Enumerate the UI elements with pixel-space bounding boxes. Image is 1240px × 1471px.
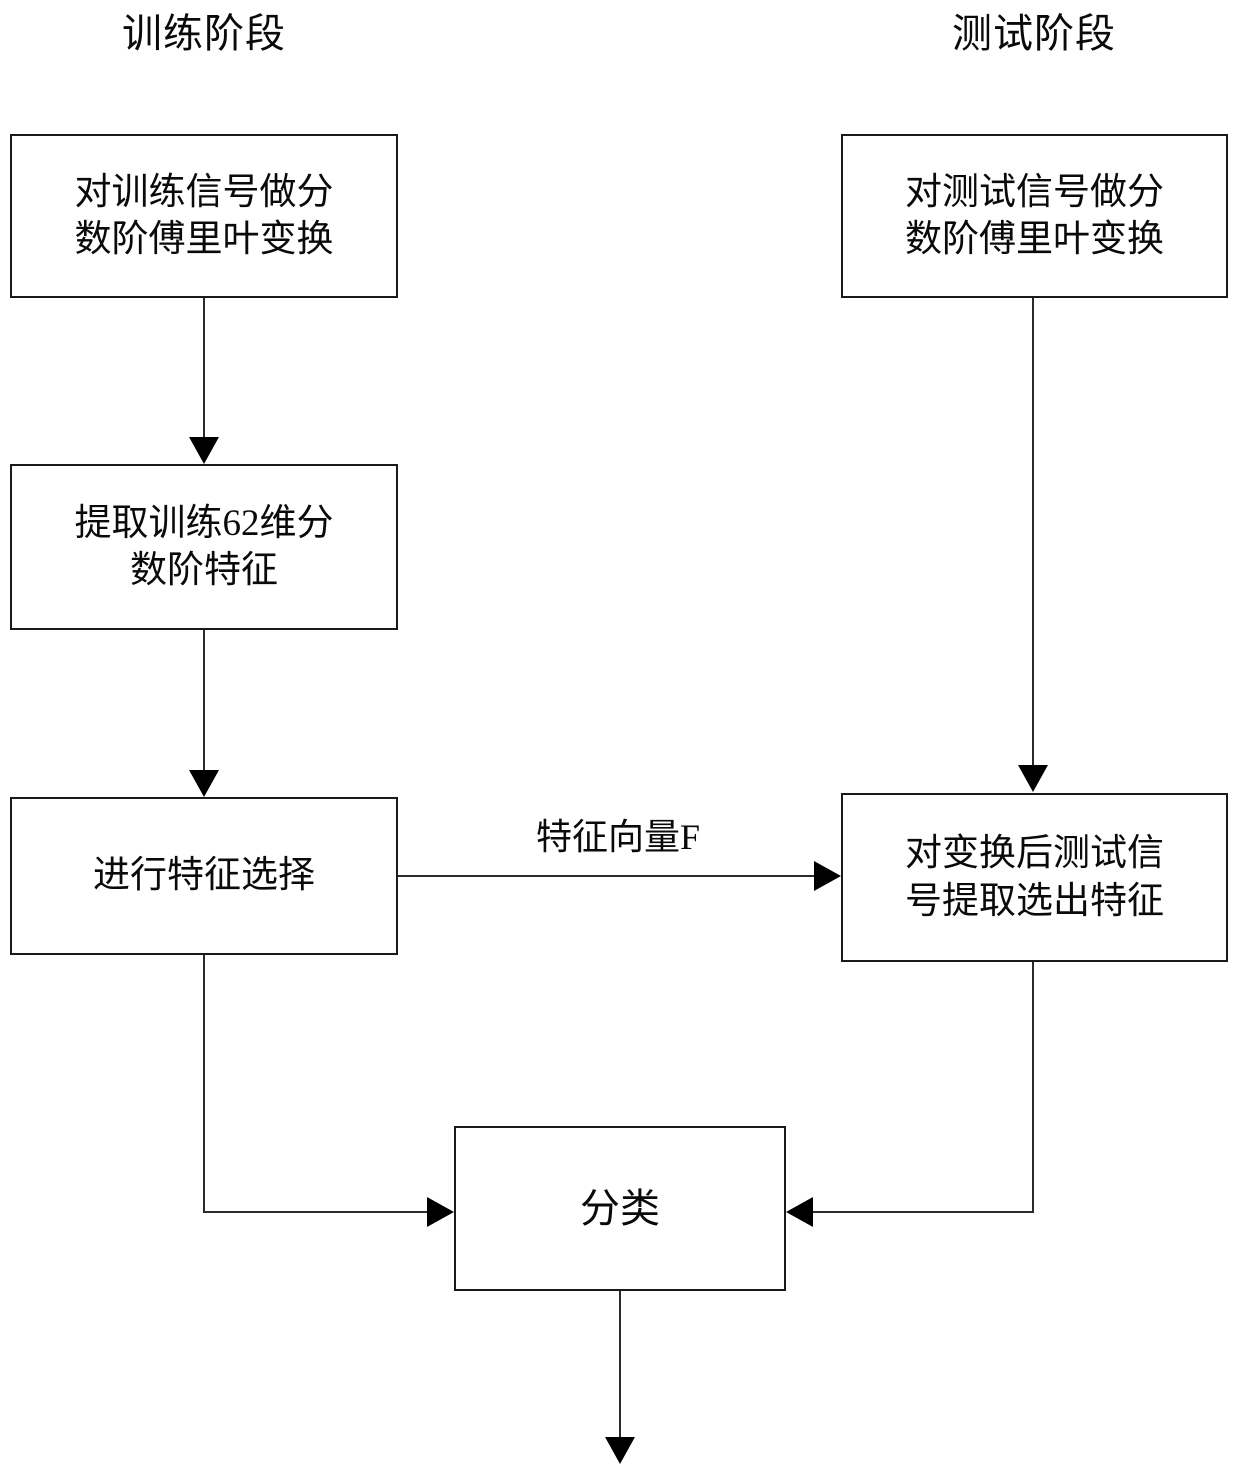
arrowhead-right-to-classification xyxy=(427,1197,454,1227)
connector-feature-extraction-to-feature-selection xyxy=(203,630,205,771)
node-classification[interactable]: 分类 xyxy=(454,1126,786,1291)
connector-feature-selection-to-classification xyxy=(203,1211,428,1213)
connector-train-frft-to-feature-extraction xyxy=(203,298,205,438)
arrowhead-left-to-classification xyxy=(786,1197,813,1227)
connector-test-feature-extraction-down xyxy=(1032,962,1034,1213)
arrowhead-right-to-test-feature-extraction xyxy=(814,861,841,891)
node-train-feature-extraction[interactable]: 提取训练62维分 数阶特征 xyxy=(10,464,398,630)
node-feature-selection-label: 进行特征选择 xyxy=(93,855,315,897)
arrowhead-down-to-train-feature-extraction xyxy=(189,437,219,464)
node-test-frft-label: 对测试信号做分 数阶傅里叶变换 xyxy=(905,171,1164,260)
phase-title-training: 训练阶段 xyxy=(122,11,286,56)
node-test-fractional-fourier-transform[interactable]: 对测试信号做分 数阶傅里叶变换 xyxy=(841,134,1228,298)
node-train-frft-label: 对训练信号做分 数阶傅里叶变换 xyxy=(74,171,334,260)
node-train-feature-extraction-label: 提取训练62维分 数阶特征 xyxy=(74,502,334,591)
edge-label-feature-vector: 特征向量F xyxy=(535,817,701,857)
node-classification-label: 分类 xyxy=(580,1185,660,1231)
connector-feature-selection-down xyxy=(203,955,205,1213)
node-test-feature-extraction-label: 对变换后测试信 号提取选出特征 xyxy=(905,833,1164,922)
node-feature-selection[interactable]: 进行特征选择 xyxy=(10,797,398,955)
arrowhead-down-to-test-feature-extraction xyxy=(1018,765,1048,792)
phase-title-testing: 测试阶段 xyxy=(952,11,1116,56)
node-test-feature-extraction[interactable]: 对变换后测试信 号提取选出特征 xyxy=(841,793,1228,962)
connector-test-frft-to-test-feature-extraction xyxy=(1032,298,1034,766)
arrowhead-down-classification-output xyxy=(605,1437,635,1464)
connector-feature-vector-to-test-feature-extraction xyxy=(398,875,815,877)
connector-classification-output xyxy=(619,1291,621,1439)
connector-test-feature-extraction-to-classification xyxy=(812,1211,1034,1213)
arrowhead-down-to-feature-selection xyxy=(189,770,219,797)
node-train-fractional-fourier-transform[interactable]: 对训练信号做分 数阶傅里叶变换 xyxy=(10,134,398,298)
